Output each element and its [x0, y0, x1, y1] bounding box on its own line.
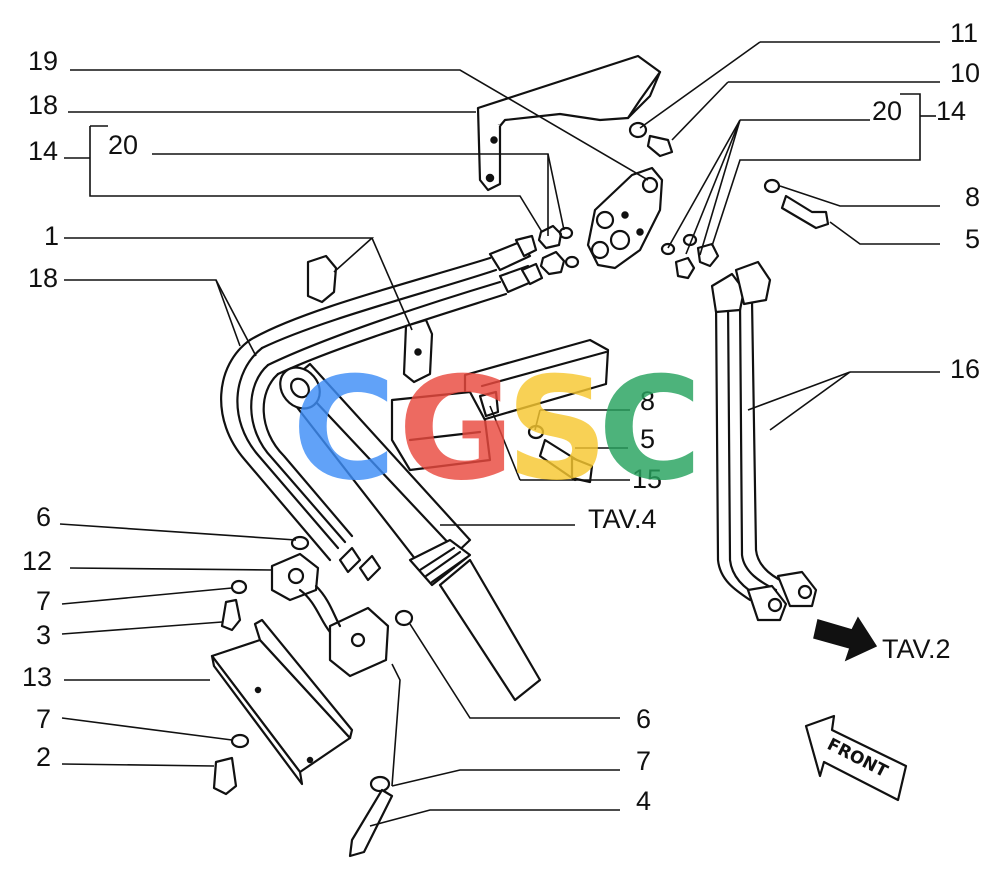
callout-14-left: 14: [28, 136, 58, 166]
callout-10: 10: [950, 58, 980, 88]
callout-8-right: 8: [965, 182, 980, 212]
callout-1: 1: [44, 221, 59, 251]
watermark-letter-4: C: [598, 347, 702, 512]
callout-7-a: 7: [36, 586, 51, 616]
tav2-arrow: [813, 616, 878, 662]
callout-8-mid: 8: [640, 386, 655, 416]
callout-7-right: 7: [636, 746, 651, 776]
hose-clamp-upper: [306, 254, 434, 384]
watermark-letter-2: G: [398, 347, 515, 512]
pivot-fittings: [537, 224, 720, 280]
hoses-right: [710, 260, 818, 622]
callout-19: 19: [28, 46, 58, 76]
callout-5-right: 5: [965, 224, 980, 254]
callout-12: 12: [22, 546, 52, 576]
watermark: C G S C: [292, 347, 702, 512]
hoses-curved: [220, 338, 354, 562]
callout-2: 2: [36, 742, 51, 772]
callout-labels: 11 10 19 18 14 20 20 14 8 5 1 18 16 8 5 …: [22, 18, 980, 816]
callout-15: 15: [632, 464, 662, 494]
callout-7-b: 7: [36, 704, 51, 734]
callout-20-left: 20: [108, 130, 138, 160]
callout-18-mid: 18: [28, 263, 58, 293]
watermark-letter-1: C: [292, 347, 396, 512]
hydraulic-cylinder: [279, 362, 542, 702]
callout-13: 13: [22, 662, 52, 692]
callout-6-left: 6: [36, 502, 51, 532]
callout-6-right: 6: [636, 704, 651, 734]
pivot-bracket: [586, 166, 664, 270]
bracket-bolt: [527, 424, 594, 484]
callout-11: 11: [950, 18, 978, 48]
hoses-upper: [248, 234, 544, 376]
ref-tav2: TAV.2: [882, 634, 951, 664]
callout-14-right: 14: [936, 96, 966, 126]
callout-5-mid: 5: [640, 424, 655, 454]
front-arrow-icon: [804, 714, 908, 802]
channel-guard: [210, 618, 354, 786]
ref-tav4: TAV.4: [588, 504, 657, 534]
callout-16: 16: [950, 354, 980, 384]
callout-3: 3: [36, 620, 51, 650]
leader-lines: [59, 41, 940, 827]
part-drawings: [210, 54, 908, 858]
watermark-letter-3: S: [506, 347, 608, 512]
callout-20-right: 20: [872, 96, 902, 126]
lower-clamp-assembly: [212, 535, 414, 858]
callout-4: 4: [636, 786, 651, 816]
cylinder-bracket: [390, 338, 610, 472]
upper-bracket-plate: [476, 54, 662, 192]
callout-18-top: 18: [28, 90, 58, 120]
